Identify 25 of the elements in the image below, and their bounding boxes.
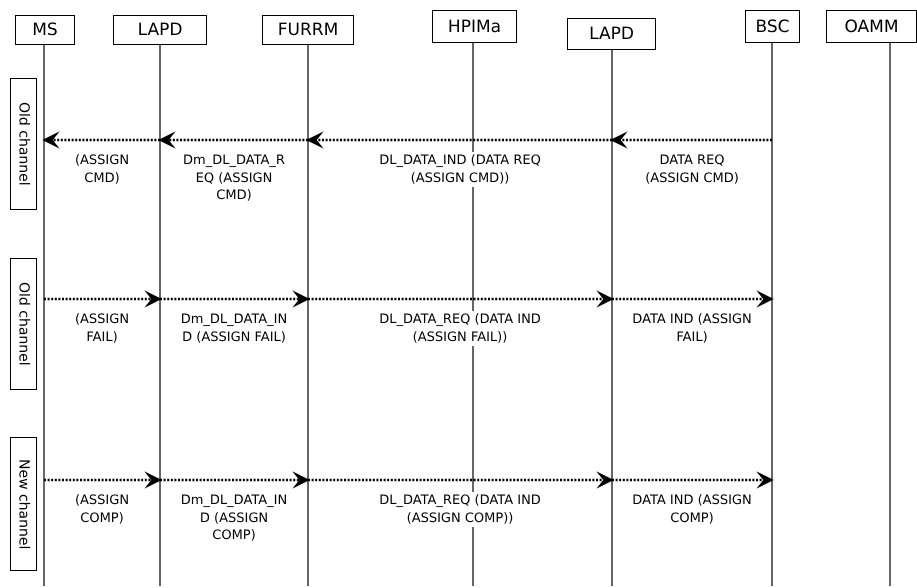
message-arrow (44, 471, 162, 489)
lifeline-header: HPIMa (432, 10, 517, 43)
message-arrow (612, 290, 774, 308)
message-arrow (610, 131, 772, 149)
message-arrow (160, 290, 310, 308)
phase-label: Old channel (16, 282, 32, 366)
message-arrow (44, 290, 162, 308)
message-arrow (308, 290, 614, 308)
lifeline-header: LAPD (567, 18, 656, 50)
lifeline-header: BSC (745, 10, 800, 43)
phase-box (10, 437, 37, 571)
phase-label: New channel (16, 458, 32, 550)
lifeline-header: MS (15, 15, 75, 45)
lifeline-header: FURRM (262, 15, 354, 45)
phase-label: Old channel (16, 102, 32, 186)
message-arrow (42, 131, 160, 149)
message-arrow (306, 131, 612, 149)
lifeline-header: LAPD (113, 15, 207, 45)
message-arrow (308, 471, 614, 489)
lifeline-header: OAMM (826, 10, 917, 43)
phase-box (10, 78, 37, 210)
phase-box (10, 258, 37, 390)
message-arrow (612, 471, 774, 489)
message-arrow (158, 131, 308, 149)
message-arrow (160, 471, 310, 489)
